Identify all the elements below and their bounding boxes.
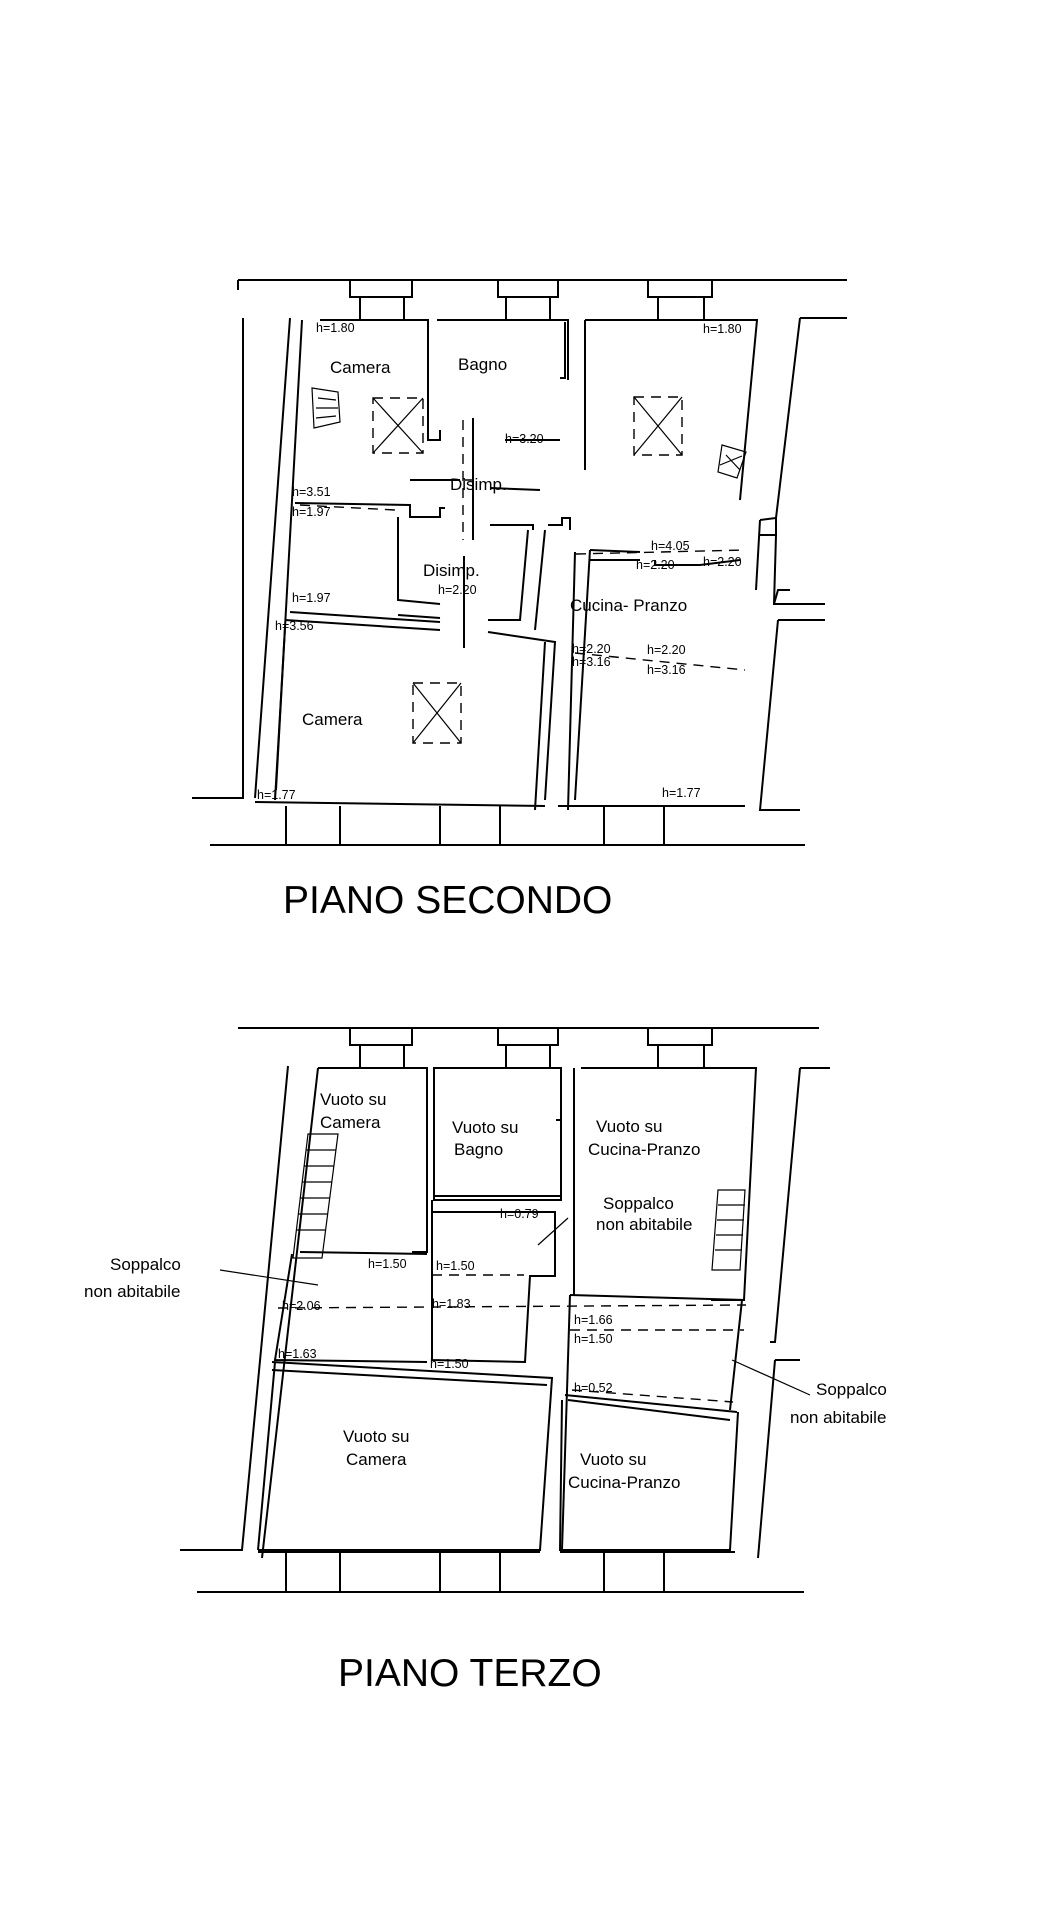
room-label: Bagno [458, 355, 507, 374]
height-label: h=2.20 [572, 642, 611, 656]
height-label: h=1.50 [574, 1332, 613, 1346]
height-label: h=1.97 [292, 505, 331, 519]
room-label: Vuoto su [596, 1117, 662, 1136]
room-label: Camera [302, 710, 363, 729]
height-label: h=2.20 [438, 583, 477, 597]
annotation-label: non abitabile [84, 1282, 180, 1301]
third-floor-plan [180, 1027, 830, 1593]
height-label: h=2.20 [636, 558, 675, 572]
height-label: h=4.05 [651, 539, 690, 553]
room-label: Camera [330, 358, 391, 377]
room-label: Camera [320, 1113, 381, 1132]
room-label: Cucina- Pranzo [570, 596, 687, 615]
height-label: h=3.16 [647, 663, 686, 677]
floor-title: PIANO TERZO [338, 1652, 602, 1695]
room-label: Cucina-Pranzo [588, 1140, 700, 1159]
height-label: h=1.77 [662, 786, 701, 800]
height-label: h=0.52 [574, 1381, 613, 1395]
second-floor-plan [192, 279, 847, 846]
height-label: h=3.56 [275, 619, 314, 633]
height-label: h=1.63 [278, 1347, 317, 1361]
height-label: h=1.50 [430, 1357, 469, 1371]
room-label: Vuoto su [320, 1090, 386, 1109]
room-label: Camera [346, 1450, 407, 1469]
height-label: h=1.50 [436, 1259, 475, 1273]
floor-title: PIANO SECONDO [283, 879, 612, 922]
room-label: Vuoto su [343, 1427, 409, 1446]
height-label: h=2.20 [703, 555, 742, 569]
room-label: Bagno [454, 1140, 503, 1159]
height-label: h=1.97 [292, 591, 331, 605]
height-label: h=1.80 [316, 321, 355, 335]
height-label: h=1.50 [368, 1257, 407, 1271]
annotation-label: non abitabile [790, 1408, 886, 1427]
height-label: h=2.06 [282, 1299, 321, 1313]
room-label: Cucina-Pranzo [568, 1473, 680, 1492]
height-label: h=1.77 [257, 788, 296, 802]
room-label: Vuoto su [452, 1118, 518, 1137]
room-label: Soppalco [603, 1194, 674, 1213]
room-label: Vuoto su [580, 1450, 646, 1469]
height-label: h=1.83 [432, 1297, 471, 1311]
height-label: h=1.80 [703, 322, 742, 336]
height-label: h=0.79 [500, 1207, 539, 1221]
height-label: h=3.20 [505, 432, 544, 446]
room-label: non abitabile [596, 1215, 692, 1234]
room-label: Disimp. [450, 475, 507, 494]
annotation-label: Soppalco [816, 1380, 887, 1399]
height-label: h=3.16 [572, 655, 611, 669]
height-label: h=2.20 [647, 643, 686, 657]
room-label: Disimp. [423, 561, 480, 580]
height-label: h=1.66 [574, 1313, 613, 1327]
annotation-label: Soppalco [110, 1255, 181, 1274]
height-label: h=3.51 [292, 485, 331, 499]
